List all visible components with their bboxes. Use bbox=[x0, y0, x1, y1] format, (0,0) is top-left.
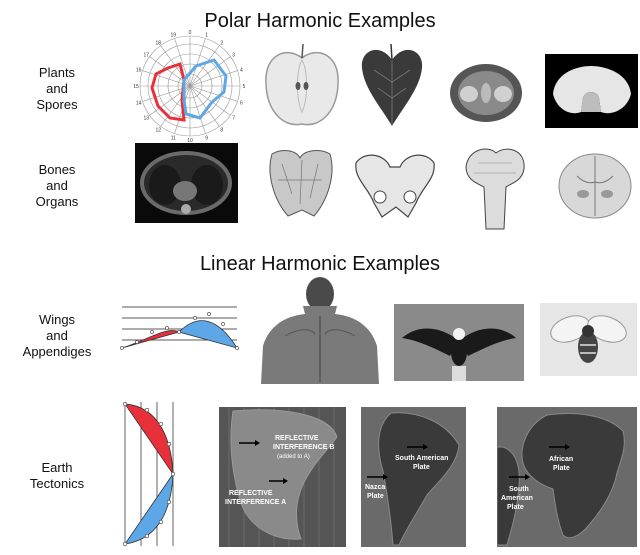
polar-red-curve bbox=[150, 62, 186, 122]
label-nazca-2: Plate bbox=[367, 493, 384, 500]
label-south-america-d-1: South bbox=[509, 486, 529, 493]
mushroom-image bbox=[545, 54, 638, 128]
label-south-american-1: South American bbox=[395, 455, 448, 462]
south-america-map-panel: South American Plate Nazca Plate bbox=[361, 407, 466, 547]
label-refl-b-3: (added to A) bbox=[277, 454, 310, 460]
brain-slice-image bbox=[553, 146, 638, 224]
human-back-image bbox=[255, 276, 385, 384]
label-south-american-2: Plate bbox=[413, 464, 430, 471]
label-refl-b-2: INTERFERENCE B bbox=[273, 444, 334, 451]
polar-tick-label: 12 bbox=[155, 128, 161, 134]
polar-tick-label: 14 bbox=[136, 101, 142, 107]
polar-tick-label: 10 bbox=[187, 138, 193, 142]
pelvis-illustration bbox=[350, 147, 440, 222]
reflective-interference-panel: REFLECTIVE INTERFERENCE B (added to A) R… bbox=[219, 407, 346, 547]
polar-tick-label: 18 bbox=[155, 40, 161, 46]
polar-tick-label: 5 bbox=[243, 84, 246, 90]
linear-title: Linear Harmonic Examples bbox=[199, 253, 441, 275]
arrow-icon bbox=[367, 474, 388, 480]
polar-tick-label: 1 bbox=[205, 33, 208, 39]
polar-tick-label: 2 bbox=[220, 40, 223, 46]
linear-harmonic-chart bbox=[120, 306, 239, 350]
polar-tick-label: 4 bbox=[240, 67, 243, 73]
tomato-image bbox=[450, 64, 522, 122]
polar-tick-label: 9 bbox=[205, 135, 208, 141]
apple-image bbox=[262, 40, 342, 135]
arrow-icon bbox=[509, 474, 530, 480]
polar-tick-label: 6 bbox=[240, 101, 243, 107]
liver-illustration bbox=[262, 144, 340, 226]
label-nazca-1: Nazca bbox=[365, 484, 385, 491]
eagle-image bbox=[394, 304, 524, 381]
heart-leaf-image bbox=[361, 43, 423, 126]
polar-tick-label: 19 bbox=[171, 33, 177, 39]
polar-tick-label: 13 bbox=[144, 116, 150, 122]
chest-ct-image bbox=[135, 143, 238, 223]
arrow-icon bbox=[239, 440, 260, 446]
polar-tick-label: 15 bbox=[134, 84, 139, 90]
polar-tick-label: 0 bbox=[189, 30, 192, 36]
label-refl-a-1: REFLECTIVE bbox=[229, 490, 273, 497]
label-south-america-d-2: American bbox=[501, 495, 533, 502]
label-african-1: African bbox=[549, 456, 573, 463]
africa-map-panel: African Plate South American Plate bbox=[497, 407, 637, 547]
polar-tick-label: 8 bbox=[220, 128, 223, 134]
label-african-2: Plate bbox=[553, 465, 570, 472]
polar-tick-label: 17 bbox=[144, 52, 150, 58]
tectonic-harmonic-chart bbox=[122, 401, 176, 547]
polar-title: Polar Harmonic Examples bbox=[204, 10, 436, 32]
polar-tick-label: 7 bbox=[232, 116, 235, 122]
label-south-america-d-3: Plate bbox=[507, 504, 524, 511]
polar-tick-label: 16 bbox=[136, 67, 142, 73]
label-refl-a-2: INTERFERENCE A bbox=[225, 499, 286, 506]
bone-head-illustration bbox=[460, 143, 530, 231]
polar-tick-label: 11 bbox=[171, 135, 176, 141]
arrow-icon bbox=[269, 478, 288, 484]
polar-tick-label: 3 bbox=[232, 52, 235, 58]
label-refl-b-1: REFLECTIVE bbox=[275, 435, 319, 442]
polar-blue-curve bbox=[182, 58, 228, 120]
bee-image bbox=[540, 303, 637, 376]
arrow-icon bbox=[407, 444, 428, 450]
arrow-icon bbox=[549, 444, 570, 450]
